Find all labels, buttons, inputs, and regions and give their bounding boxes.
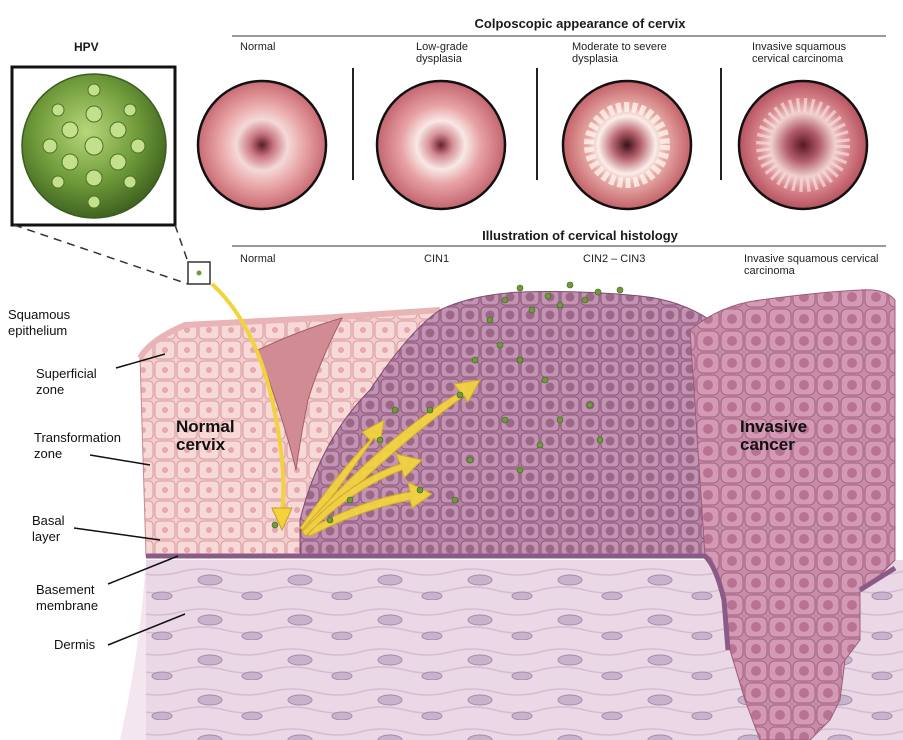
label-basal-layer: Basal layer [32, 513, 80, 545]
label-normal-cervix: Normal cervix [176, 418, 252, 454]
histology-title: Illustration of cervical histology [380, 228, 780, 243]
colposcopy-stage-normal: Normal [240, 41, 275, 53]
colposcopy-title: Colposcopic appearance of cervix [380, 16, 780, 31]
histology-stage-invasive: Invasive squamous cervical carcinoma [744, 253, 894, 277]
label-invasive-cancer: Invasive cancer [740, 418, 820, 454]
hpv-label: HPV [74, 40, 99, 54]
label-squamous-epithelium: Squamous epithelium [8, 307, 98, 339]
colposcopy-stage-invasive: Invasive squamous cervical carcinoma [752, 41, 872, 65]
colposcopy-stage-low-grade: Low-grade dysplasia [416, 41, 486, 65]
label-dermis: Dermis [54, 637, 95, 653]
label-superficial-zone: Superficial zone [36, 366, 116, 398]
histology-stage-normal: Normal [240, 253, 275, 265]
label-transformation-zone: Transformation zone [34, 430, 144, 462]
label-basement-membrane: Basement membrane [36, 582, 116, 614]
colposcopy-stage-moderate: Moderate to severe dysplasia [572, 41, 682, 65]
histology-stage-cin2-3: CIN2 – CIN3 [583, 253, 645, 265]
histology-stage-cin1: CIN1 [424, 253, 449, 265]
